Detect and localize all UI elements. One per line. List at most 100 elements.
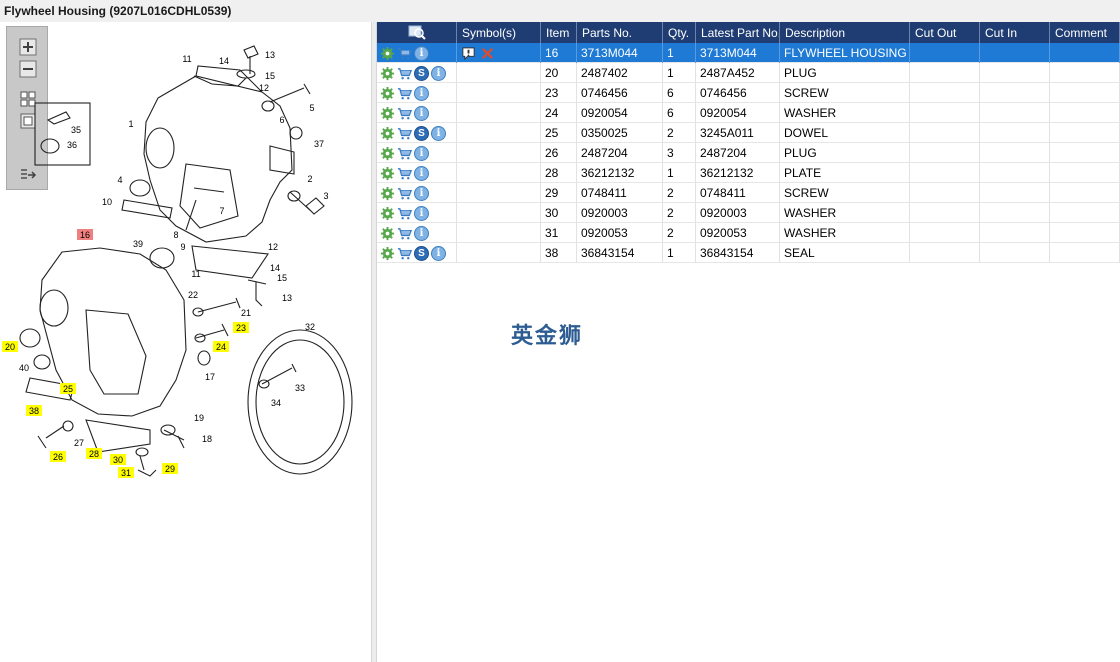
callout-10: 10 bbox=[102, 197, 112, 207]
info-icon[interactable]: i bbox=[431, 125, 446, 141]
header-description-col[interactable]: Description bbox=[780, 22, 910, 43]
cart-icon[interactable] bbox=[397, 246, 412, 261]
info-icon[interactable]: i bbox=[431, 65, 446, 81]
supersession-icon[interactable]: S bbox=[414, 65, 429, 81]
pane-splitter[interactable] bbox=[371, 22, 377, 662]
cart-icon[interactable] bbox=[397, 206, 412, 221]
cart-icon[interactable] bbox=[397, 186, 412, 201]
cart-icon[interactable] bbox=[397, 46, 412, 61]
cart-icon[interactable] bbox=[397, 166, 412, 181]
cart-icon[interactable] bbox=[397, 146, 412, 161]
callout-38[interactable]: 38 bbox=[26, 405, 42, 416]
supersession-icon[interactable]: S bbox=[414, 125, 429, 141]
info-icon[interactable]: i bbox=[414, 145, 429, 161]
sleeve-17-shape bbox=[197, 350, 211, 366]
header-cut-in-col[interactable]: Cut In bbox=[980, 22, 1050, 43]
header-latest-part-col[interactable]: Latest Part No. bbox=[696, 22, 780, 43]
panel-toggle-icon[interactable] bbox=[17, 165, 39, 185]
dowel-7-8-shape bbox=[185, 187, 225, 231]
cart-icon[interactable] bbox=[397, 86, 412, 101]
gear-icon[interactable] bbox=[380, 206, 395, 221]
header-cut-out-col[interactable]: Cut Out bbox=[910, 22, 980, 43]
callout-24[interactable]: 24 bbox=[213, 341, 229, 352]
info-icon[interactable]: i bbox=[414, 205, 429, 221]
zoom-out-icon[interactable] bbox=[17, 59, 39, 79]
cart-icon[interactable] bbox=[397, 66, 412, 81]
header-qty-col[interactable]: Qty. bbox=[663, 22, 696, 43]
callout-4: 4 bbox=[117, 175, 122, 185]
gasket-lower-shape bbox=[191, 245, 269, 279]
comment-alert-icon[interactable] bbox=[461, 46, 476, 61]
bolt-5-shape bbox=[269, 83, 311, 103]
gear-icon[interactable] bbox=[380, 246, 395, 261]
cart-icon[interactable] bbox=[397, 106, 412, 121]
gear-icon[interactable] bbox=[380, 186, 395, 201]
callout-30[interactable]: 30 bbox=[110, 454, 126, 465]
zoom-in-icon[interactable] bbox=[17, 37, 39, 57]
info-icon[interactable]: i bbox=[414, 105, 429, 121]
header-item-col[interactable]: Item bbox=[541, 22, 577, 43]
gear-icon[interactable] bbox=[380, 126, 395, 141]
gear-icon[interactable] bbox=[380, 106, 395, 121]
info-icon[interactable]: i bbox=[414, 165, 429, 181]
header-symbols-col[interactable]: Symbol(s) bbox=[457, 22, 541, 43]
row-symbols bbox=[457, 83, 541, 103]
gear-icon[interactable] bbox=[380, 146, 395, 161]
cut-in-cell bbox=[980, 203, 1050, 223]
gear-icon[interactable] bbox=[380, 166, 395, 181]
cart-icon[interactable] bbox=[397, 226, 412, 241]
fit-window-icon[interactable] bbox=[17, 89, 39, 109]
info-icon[interactable]: i bbox=[414, 85, 429, 101]
gear-icon[interactable] bbox=[380, 86, 395, 101]
supersession-icon[interactable]: S bbox=[414, 245, 429, 261]
search-parts-icon[interactable] bbox=[408, 25, 426, 41]
callout-number: 23 bbox=[236, 323, 246, 333]
callout-2: 2 bbox=[307, 174, 312, 184]
callout-20[interactable]: 20 bbox=[2, 341, 18, 352]
gear-icon[interactable] bbox=[380, 66, 395, 81]
cut-out-cell bbox=[910, 83, 980, 103]
header-comment-col[interactable]: Comment bbox=[1050, 22, 1120, 43]
callout-number: 19 bbox=[194, 413, 204, 423]
callout-29[interactable]: 29 bbox=[162, 463, 178, 474]
delete-x-icon[interactable] bbox=[480, 46, 495, 61]
header-parts-no-col[interactable]: Parts No. bbox=[577, 22, 663, 43]
info-icon[interactable]: i bbox=[414, 185, 429, 201]
actual-size-icon[interactable] bbox=[17, 111, 39, 131]
callout-28[interactable]: 28 bbox=[86, 448, 102, 459]
callout-25[interactable]: 25 bbox=[60, 383, 76, 394]
info-icon[interactable]: i bbox=[414, 225, 429, 241]
qty-cell: 2 bbox=[663, 123, 696, 143]
callout-26[interactable]: 26 bbox=[50, 451, 66, 462]
info-icon[interactable]: i bbox=[414, 45, 429, 61]
header-icons-col[interactable] bbox=[377, 22, 457, 43]
callout-16[interactable]: 16 bbox=[77, 229, 93, 240]
gear-icon[interactable] bbox=[380, 46, 395, 61]
callout-7: 7 bbox=[219, 206, 224, 216]
qty-cell: 3 bbox=[663, 143, 696, 163]
gear-icon[interactable] bbox=[380, 226, 395, 241]
qty-cell: 1 bbox=[663, 243, 696, 263]
qty-cell: 2 bbox=[663, 183, 696, 203]
callout-23[interactable]: 23 bbox=[233, 322, 249, 333]
info-icon[interactable]: i bbox=[431, 245, 446, 261]
callout-number: 25 bbox=[63, 384, 73, 394]
cart-icon[interactable] bbox=[397, 126, 412, 141]
cut-out-cell bbox=[910, 143, 980, 163]
cut-in-cell bbox=[980, 223, 1050, 243]
callout-31[interactable]: 31 bbox=[118, 467, 134, 478]
comment-cell bbox=[1050, 123, 1120, 143]
